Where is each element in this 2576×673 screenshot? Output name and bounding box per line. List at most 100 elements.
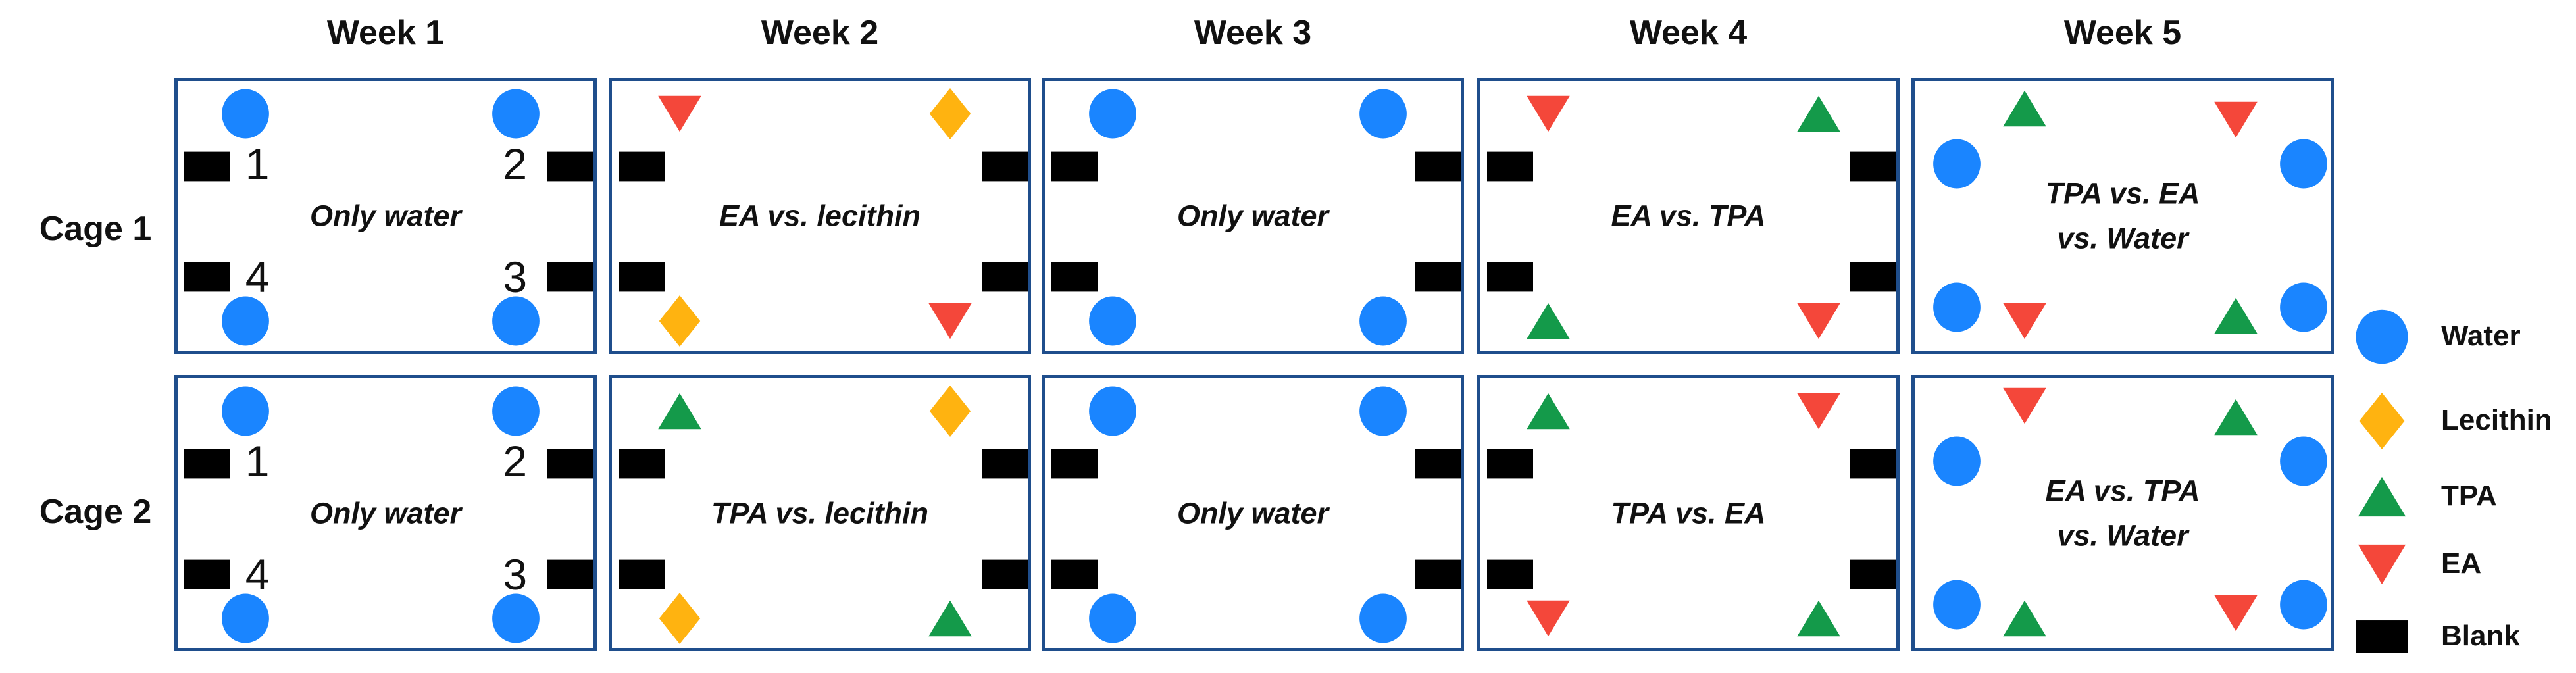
blank-icon [1486, 151, 1533, 182]
water-stimulus-icon [1088, 593, 1136, 643]
water-stimulus-icon [1933, 282, 1981, 332]
blank-icon [184, 262, 230, 292]
ea-stimulus-icon [657, 96, 701, 132]
cage-label: Cage 2 [39, 493, 152, 531]
tpa-stimulus-icon [1526, 303, 1570, 339]
blank-icon [1486, 449, 1533, 479]
blank-icon [547, 559, 594, 589]
blank-icon [1850, 449, 1897, 479]
blank-icon [547, 151, 594, 182]
blank-icon [1051, 262, 1098, 292]
condition-label: EA vs. lecithin [612, 193, 1028, 238]
week-label: Week 3 [1194, 14, 1312, 52]
condition-label: Only water [1045, 491, 1461, 536]
condition-label-line: vs. Water [2057, 221, 2188, 255]
water-stimulus-icon [221, 593, 269, 643]
ea-stimulus-icon [928, 303, 972, 339]
water-stimulus-icon [1933, 436, 1981, 486]
tpa-stimulus-icon [2214, 399, 2258, 436]
blank-icon [982, 262, 1028, 292]
blank-icon [618, 151, 665, 182]
blank-icon [1850, 151, 1897, 182]
blank-icon [1486, 262, 1533, 292]
blank-icon [547, 449, 594, 479]
condition-label-line: EA vs. lecithin [719, 199, 921, 233]
water-stimulus-icon [1088, 386, 1136, 436]
blank-icon [184, 559, 230, 589]
water-stimulus-icon [492, 386, 540, 436]
position-number: 3 [503, 253, 528, 302]
week-label: Week 5 [2063, 14, 2182, 52]
water-stimulus-icon [1359, 296, 1407, 346]
condition-label: EA vs. TPA vs. Water [1915, 469, 2331, 558]
position-number: 2 [503, 139, 528, 189]
blank-icon [982, 559, 1028, 589]
cage-week-box: EA vs. TPA [1477, 78, 1900, 354]
water-stimulus-icon [1088, 89, 1136, 139]
water-stimulus-icon [1933, 139, 1981, 189]
tpa-stimulus-icon [657, 393, 701, 430]
blank-legend-icon [2356, 620, 2408, 653]
cage-week-box: Only water [1042, 375, 1464, 651]
condition-label-line: EA vs. TPA [2045, 474, 2200, 508]
ea-stimulus-icon [2214, 101, 2258, 138]
cage-week-box: TPA vs. EA [1477, 375, 1900, 651]
position-number: 4 [245, 550, 270, 599]
water-legend-icon [2356, 309, 2408, 364]
tpa-stimulus-icon [1526, 393, 1570, 430]
condition-label-line: vs. Water [2057, 518, 2188, 552]
water-stimulus-icon [492, 296, 540, 346]
lecithin-stimulus-icon [929, 88, 971, 140]
blank-icon [1051, 559, 1098, 589]
water-stimulus-icon [1359, 593, 1407, 643]
condition-label: TPA vs. lecithin [612, 491, 1028, 536]
condition-label: EA vs. TPA [1480, 193, 1896, 238]
ea-stimulus-icon [2214, 595, 2258, 632]
position-number: 2 [503, 437, 528, 486]
cage-week-box: EA vs. TPA vs. Water [1911, 375, 2334, 651]
lecithin-stimulus-icon [659, 593, 700, 645]
blank-icon [1850, 262, 1897, 292]
tpa-stimulus-icon [2214, 297, 2258, 334]
blank-icon [1415, 262, 1461, 292]
cage-week-box: Only water [1042, 78, 1464, 354]
water-stimulus-icon [2279, 139, 2327, 189]
tpa-stimulus-icon [2003, 90, 2046, 127]
ea-stimulus-icon [1526, 96, 1570, 132]
water-stimulus-icon [2279, 580, 2327, 630]
blank-icon [184, 151, 230, 182]
water-stimulus-icon [2279, 282, 2327, 332]
blank-icon [1415, 151, 1461, 182]
ea-stimulus-icon [1526, 601, 1570, 637]
condition-label-line: TPA vs. EA [1611, 496, 1766, 530]
water-stimulus-icon [221, 386, 269, 436]
water-stimulus-icon [221, 296, 269, 346]
week-label: Week 2 [761, 14, 879, 52]
position-number: 4 [245, 253, 270, 302]
condition-label-line: Only water [1176, 199, 1329, 233]
blank-icon [1051, 151, 1098, 182]
water-stimulus-icon [1359, 89, 1407, 139]
tpa-stimulus-icon [928, 601, 972, 637]
ea-stimulus-icon [1796, 393, 1840, 430]
cage-week-box: TPA vs. lecithin [609, 375, 1031, 651]
ea-legend-icon [2358, 544, 2406, 585]
legend-label: TPA [2441, 480, 2497, 512]
ea-stimulus-icon [2003, 303, 2046, 339]
condition-label-line: TPA vs. lecithin [711, 496, 929, 530]
water-stimulus-icon [492, 593, 540, 643]
blank-icon [1051, 449, 1098, 479]
ea-stimulus-icon [2003, 387, 2046, 424]
blank-icon [184, 449, 230, 479]
blank-icon [982, 151, 1028, 182]
lecithin-legend-icon [2359, 393, 2405, 449]
tpa-stimulus-icon [1796, 96, 1840, 132]
blank-icon [618, 559, 665, 589]
condition-label: Only water [178, 193, 593, 238]
week-label: Week 4 [1629, 14, 1748, 52]
water-stimulus-icon [1359, 386, 1407, 436]
position-number: 1 [245, 139, 270, 189]
